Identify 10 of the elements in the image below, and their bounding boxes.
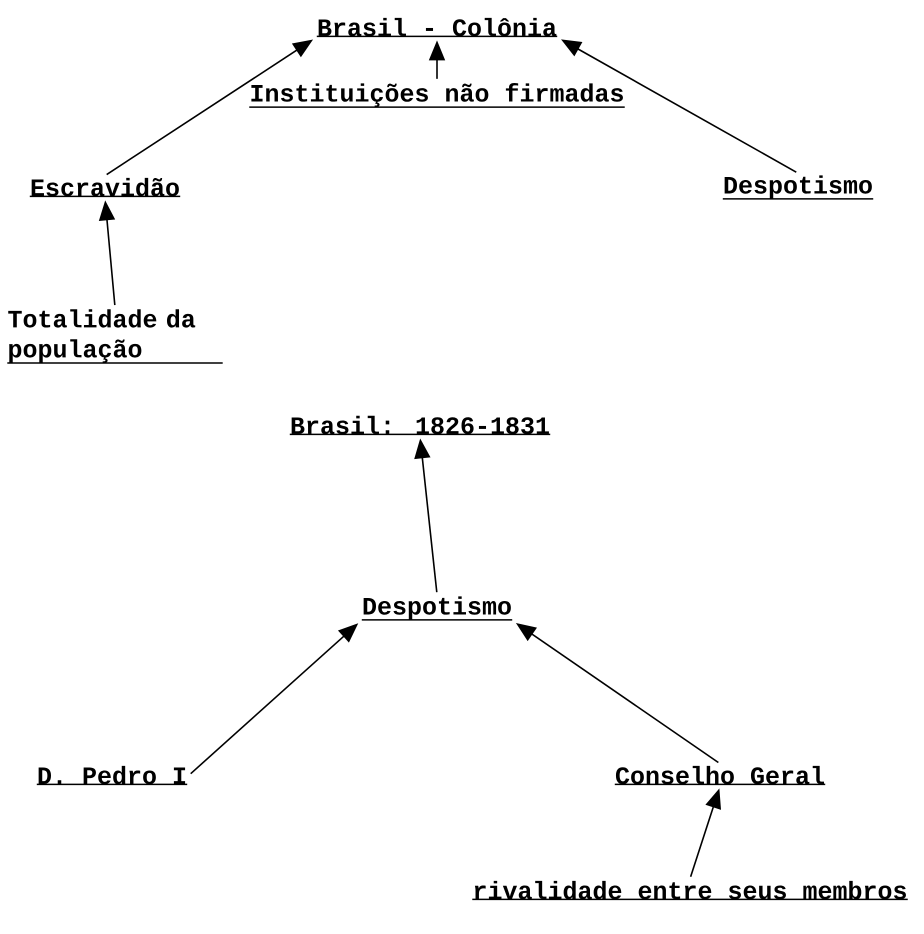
underlined-label: Despotismo [722,175,874,200]
underlined-label: Escravidão [30,178,180,198]
underlined-label: Instituições não firmadas [249,83,625,108]
underlined-label: Totalidade da população [7,309,223,364]
underlined-label: Brasil - Colônia [316,18,558,38]
underlined-label: D. Pedro I [36,766,188,786]
underlined-label: Conselho Geral [614,766,826,786]
underlined-label: rivalidade entre seus membros [472,880,908,900]
underlined-label: Brasil: 1826-1831 [290,416,550,436]
underlined-label: Despotismo [362,596,512,621]
